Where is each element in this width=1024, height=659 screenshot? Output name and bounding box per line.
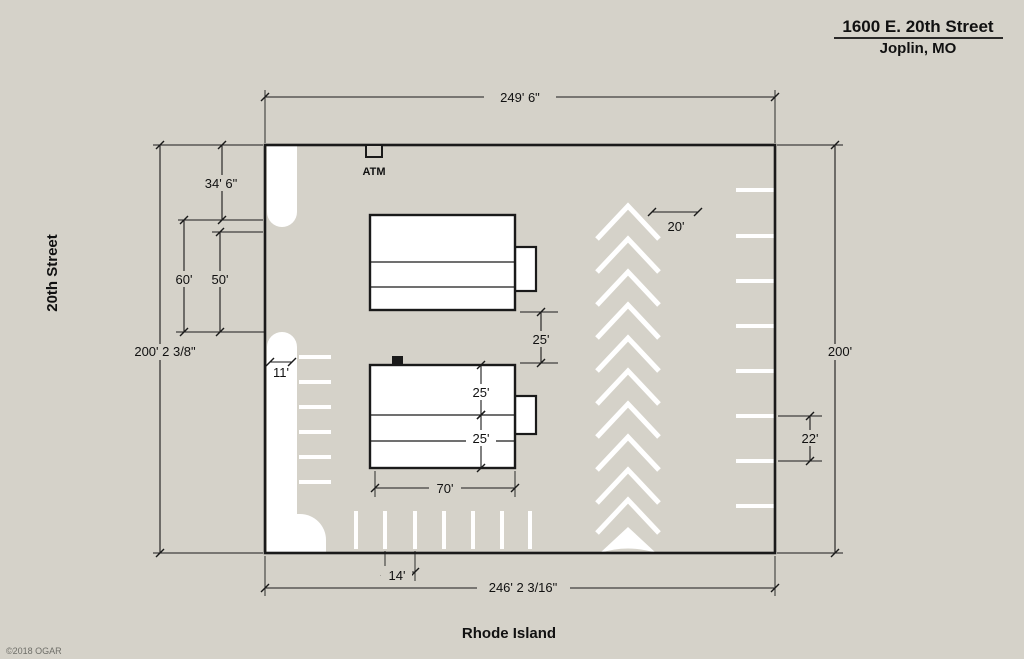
street-label-west: 20th Street bbox=[44, 234, 61, 312]
label-mask bbox=[526, 331, 556, 347]
label-mask bbox=[169, 271, 199, 287]
dim-label-25-b: 25' bbox=[473, 431, 490, 446]
dim-label-left: 200' 2 3/8" bbox=[134, 344, 196, 359]
drive-lane-north-segment bbox=[267, 146, 297, 227]
label-mask bbox=[818, 344, 862, 360]
buildings bbox=[368, 213, 538, 470]
dim-label-14: 14' bbox=[389, 568, 406, 583]
chevron bbox=[595, 496, 661, 535]
dimension-labels: 249' 6" 246' 2 3/16" 200' 2 3/8" 200' 34… bbox=[134, 90, 852, 595]
label-mask bbox=[119, 344, 211, 360]
chevron bbox=[595, 433, 661, 472]
street-label-south: Rhode Island bbox=[462, 625, 556, 642]
label-mask bbox=[381, 566, 412, 583]
drive-lane-foot bbox=[267, 514, 326, 552]
dim-label-11: 11' bbox=[273, 365, 289, 380]
label-mask bbox=[795, 430, 825, 446]
parking-stripes-east bbox=[736, 188, 775, 508]
dim-label-22: 22' bbox=[802, 431, 819, 446]
dim-label-right: 200' bbox=[828, 344, 852, 359]
chevron bbox=[595, 400, 661, 439]
dim-label-bottom: 246' 2 3/16" bbox=[489, 580, 558, 595]
drive-thru-lane bbox=[267, 146, 326, 552]
dim-label-25-gap: 25' bbox=[533, 332, 550, 347]
atm-label: ATM bbox=[362, 166, 385, 178]
label-mask bbox=[484, 89, 556, 105]
dim-label-50: 50' bbox=[212, 272, 229, 287]
label-mask bbox=[196, 175, 246, 191]
drive-lane-south-segment bbox=[267, 332, 297, 552]
page-title: 1600 E. 20th Street bbox=[842, 17, 994, 36]
watermark: ©2018 OGAR bbox=[6, 646, 62, 656]
parking-stripes-south bbox=[354, 511, 532, 549]
chevron bbox=[595, 334, 661, 373]
chevron bbox=[595, 235, 661, 274]
dim-label-34-6: 34' 6" bbox=[205, 176, 238, 191]
parking-stripes-west bbox=[299, 355, 331, 484]
building-south bbox=[368, 363, 517, 470]
chevron bbox=[595, 466, 661, 505]
chevron bbox=[595, 367, 661, 406]
chevron bbox=[595, 268, 661, 307]
label-mask bbox=[429, 480, 461, 496]
label-mask bbox=[466, 384, 496, 400]
building-south-rooftop-unit bbox=[392, 356, 403, 365]
dim-label-top: 249' 6" bbox=[500, 90, 540, 105]
label-mask bbox=[477, 580, 570, 596]
chevron-lane-markings bbox=[595, 202, 661, 535]
chevron bbox=[595, 301, 661, 340]
dim-label-20: 20' bbox=[668, 219, 685, 234]
label-mask bbox=[205, 271, 235, 287]
chevron bbox=[595, 202, 661, 241]
label-mask bbox=[466, 430, 496, 446]
dim-label-25-a: 25' bbox=[473, 385, 490, 400]
label-masks bbox=[119, 89, 862, 596]
building-south-drive-window bbox=[513, 394, 538, 436]
building-north-drive-window bbox=[513, 245, 538, 293]
atm-kiosk bbox=[365, 144, 383, 158]
lane-arrowhead bbox=[600, 527, 656, 553]
title-block: 1600 E. 20th Street Joplin, MO bbox=[834, 17, 1003, 57]
page-subtitle: Joplin, MO bbox=[880, 40, 957, 57]
dim-label-60: 60' bbox=[176, 272, 193, 287]
dim-label-70: 70' bbox=[437, 481, 454, 496]
property-boundary bbox=[263, 143, 777, 555]
